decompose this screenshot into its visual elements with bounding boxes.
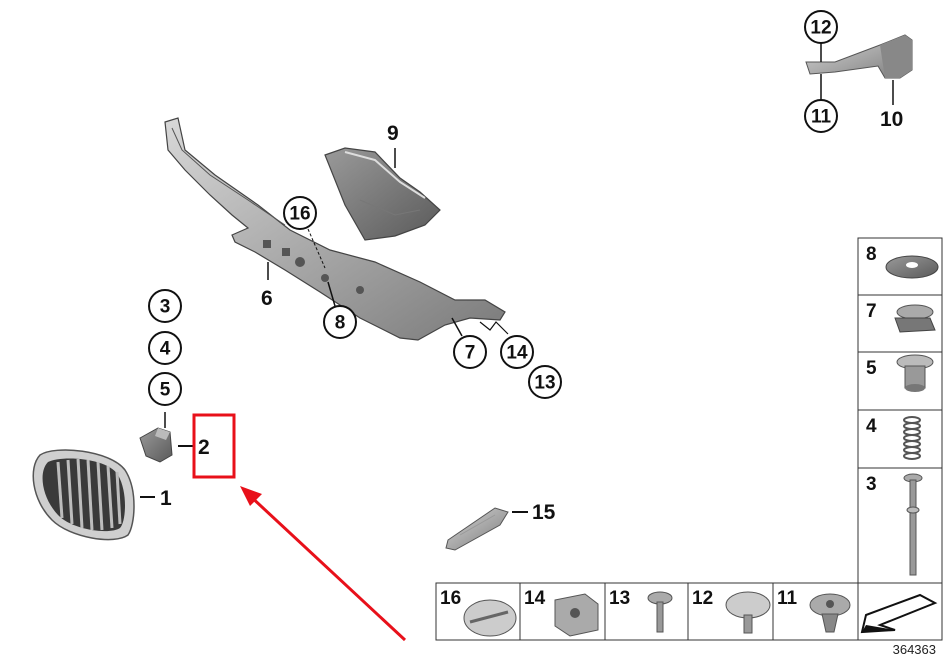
leader-line <box>307 228 326 269</box>
bracket-part <box>139 427 173 463</box>
svg-text:16: 16 <box>289 204 310 225</box>
trim-strip-part <box>445 507 509 551</box>
direction-arrow-icon <box>860 593 938 634</box>
table-label-14: 14 <box>524 588 546 609</box>
bolt-icon <box>903 473 923 576</box>
svg-text:8: 8 <box>335 313 346 334</box>
clip-icon <box>894 304 936 333</box>
plug-icon <box>896 354 934 392</box>
leader-line <box>479 321 509 335</box>
highlight-box <box>192 413 236 479</box>
diagram-id: 364363 <box>892 642 936 657</box>
table-label-12: 12 <box>692 588 713 609</box>
svg-text:12: 12 <box>810 18 831 39</box>
table-label-16: 16 <box>440 588 461 609</box>
cowl-panel-part <box>164 117 506 341</box>
leader-line <box>327 281 336 307</box>
callout-12: 12 <box>804 10 838 44</box>
svg-text:4: 4 <box>160 339 171 360</box>
callout-15: 15 <box>532 501 556 524</box>
callout-1: 1 <box>160 487 172 510</box>
svg-text:5: 5 <box>160 380 171 401</box>
callout-5: 5 <box>148 372 182 406</box>
svg-text:13: 13 <box>534 373 555 394</box>
callout-14: 14 <box>500 335 534 369</box>
table-label-7: 7 <box>866 301 877 322</box>
callout-13: 13 <box>528 365 562 399</box>
callout-11: 11 <box>804 99 838 133</box>
screw-icon <box>647 591 673 633</box>
callout-9: 9 <box>387 122 399 145</box>
grommet-icon <box>885 255 939 279</box>
bottom-parts-table <box>435 582 943 641</box>
svg-text:14: 14 <box>506 343 528 364</box>
table-label-4: 4 <box>866 416 877 437</box>
callout-8: 8 <box>323 305 357 339</box>
callout-7: 7 <box>453 335 487 369</box>
callout-6: 6 <box>261 287 273 310</box>
kidney-grille-part <box>32 449 135 541</box>
leader-line <box>451 317 463 337</box>
callout-10: 10 <box>880 108 903 131</box>
callout-4: 4 <box>148 331 182 365</box>
svg-text:3: 3 <box>160 297 171 318</box>
cap-icon <box>463 599 517 637</box>
nut-clip-icon <box>554 593 599 637</box>
expansion-rivet-icon <box>809 593 851 633</box>
table-label-8: 8 <box>866 244 877 265</box>
highlight-arrow <box>240 486 407 642</box>
svg-text:7: 7 <box>465 343 476 364</box>
side-parts-table <box>857 237 943 584</box>
table-label-11: 11 <box>777 588 798 609</box>
spring-icon <box>903 416 921 460</box>
seal-part <box>805 34 913 79</box>
table-label-3: 3 <box>866 474 877 495</box>
cover-part <box>324 147 441 241</box>
callout-16: 16 <box>283 196 317 230</box>
table-label-13: 13 <box>609 588 630 609</box>
rivet-icon <box>725 591 771 634</box>
callout-3: 3 <box>148 289 182 323</box>
table-label-5: 5 <box>866 358 877 379</box>
svg-text:11: 11 <box>811 107 832 128</box>
callout-2: 2 <box>198 436 210 459</box>
